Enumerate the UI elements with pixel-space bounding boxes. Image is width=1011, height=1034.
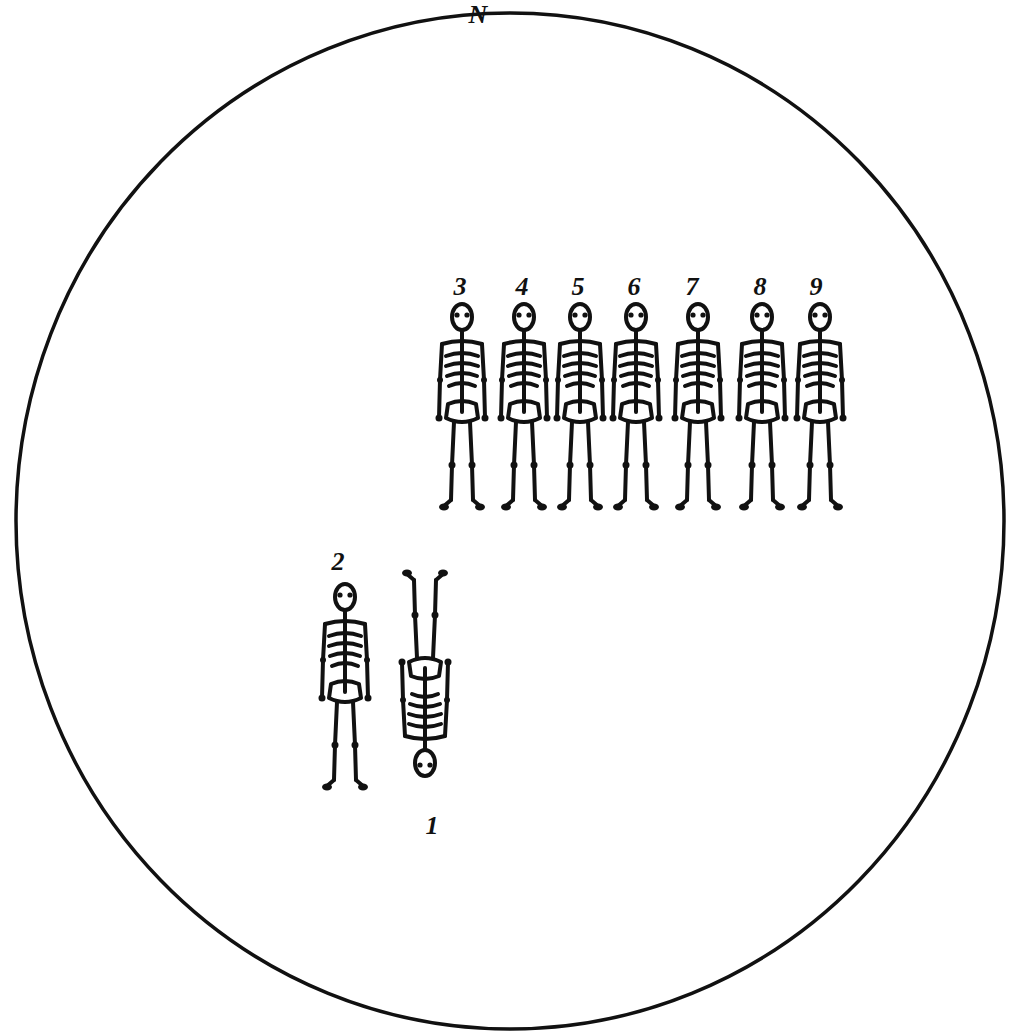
callout-number: 2 xyxy=(332,549,345,575)
callout-number: 6 xyxy=(628,274,641,300)
callout-number: 7 xyxy=(686,274,699,300)
callout-number: 1 xyxy=(426,813,439,839)
callout-number: 8 xyxy=(754,274,767,300)
north-mark: N xyxy=(469,2,488,28)
callout-number: 5 xyxy=(572,274,585,300)
callout-number: 3 xyxy=(454,274,467,300)
callout-number: 9 xyxy=(810,274,823,300)
callout-number: 4 xyxy=(516,274,529,300)
